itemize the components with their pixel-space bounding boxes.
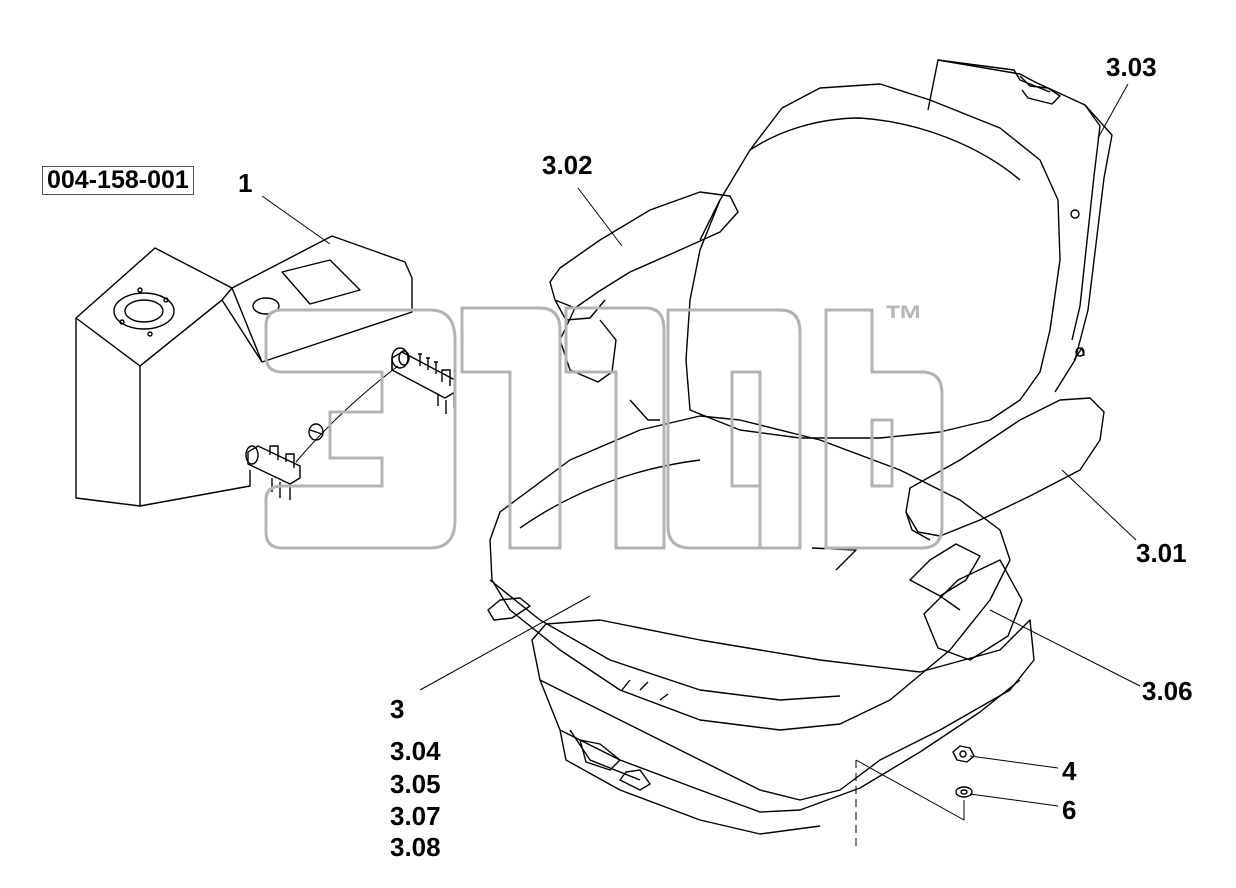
- callout-3-01[interactable]: 3.01: [1136, 538, 1187, 568]
- armrest-right: [905, 397, 1105, 541]
- plug: [308, 423, 324, 441]
- callout-3-05[interactable]: 3.05: [390, 769, 441, 799]
- seat-belt: [909, 543, 1023, 661]
- callout-3[interactable]: 3: [390, 694, 405, 724]
- leader-lines: [261, 83, 1141, 850]
- seat-cushion: [489, 415, 1011, 731]
- washer: [955, 786, 973, 798]
- callout-3-07[interactable]: 3.07: [390, 801, 441, 831]
- console-housing: [75, 235, 413, 507]
- callout-3-03[interactable]: 3.03: [1106, 52, 1157, 82]
- nut: [952, 745, 975, 763]
- callout-3-02[interactable]: 3.02: [542, 150, 593, 180]
- callout-3-06[interactable]: 3.06: [1142, 676, 1193, 706]
- watermark: [264, 306, 944, 550]
- callout-3-04[interactable]: 3.04: [390, 736, 441, 766]
- callout-1[interactable]: 1: [238, 168, 253, 198]
- watermark-tm: ™: [884, 298, 924, 342]
- callout-6[interactable]: 6: [1062, 795, 1077, 825]
- seat-base: [487, 597, 1035, 835]
- part-number: 004-158-001: [42, 166, 194, 195]
- callout-4[interactable]: 4: [1062, 756, 1077, 786]
- valve-block-lower: [245, 445, 301, 500]
- callout-3-08[interactable]: 3.08: [390, 832, 441, 862]
- backrest: [685, 59, 1113, 439]
- valve-block-upper: [391, 347, 456, 414]
